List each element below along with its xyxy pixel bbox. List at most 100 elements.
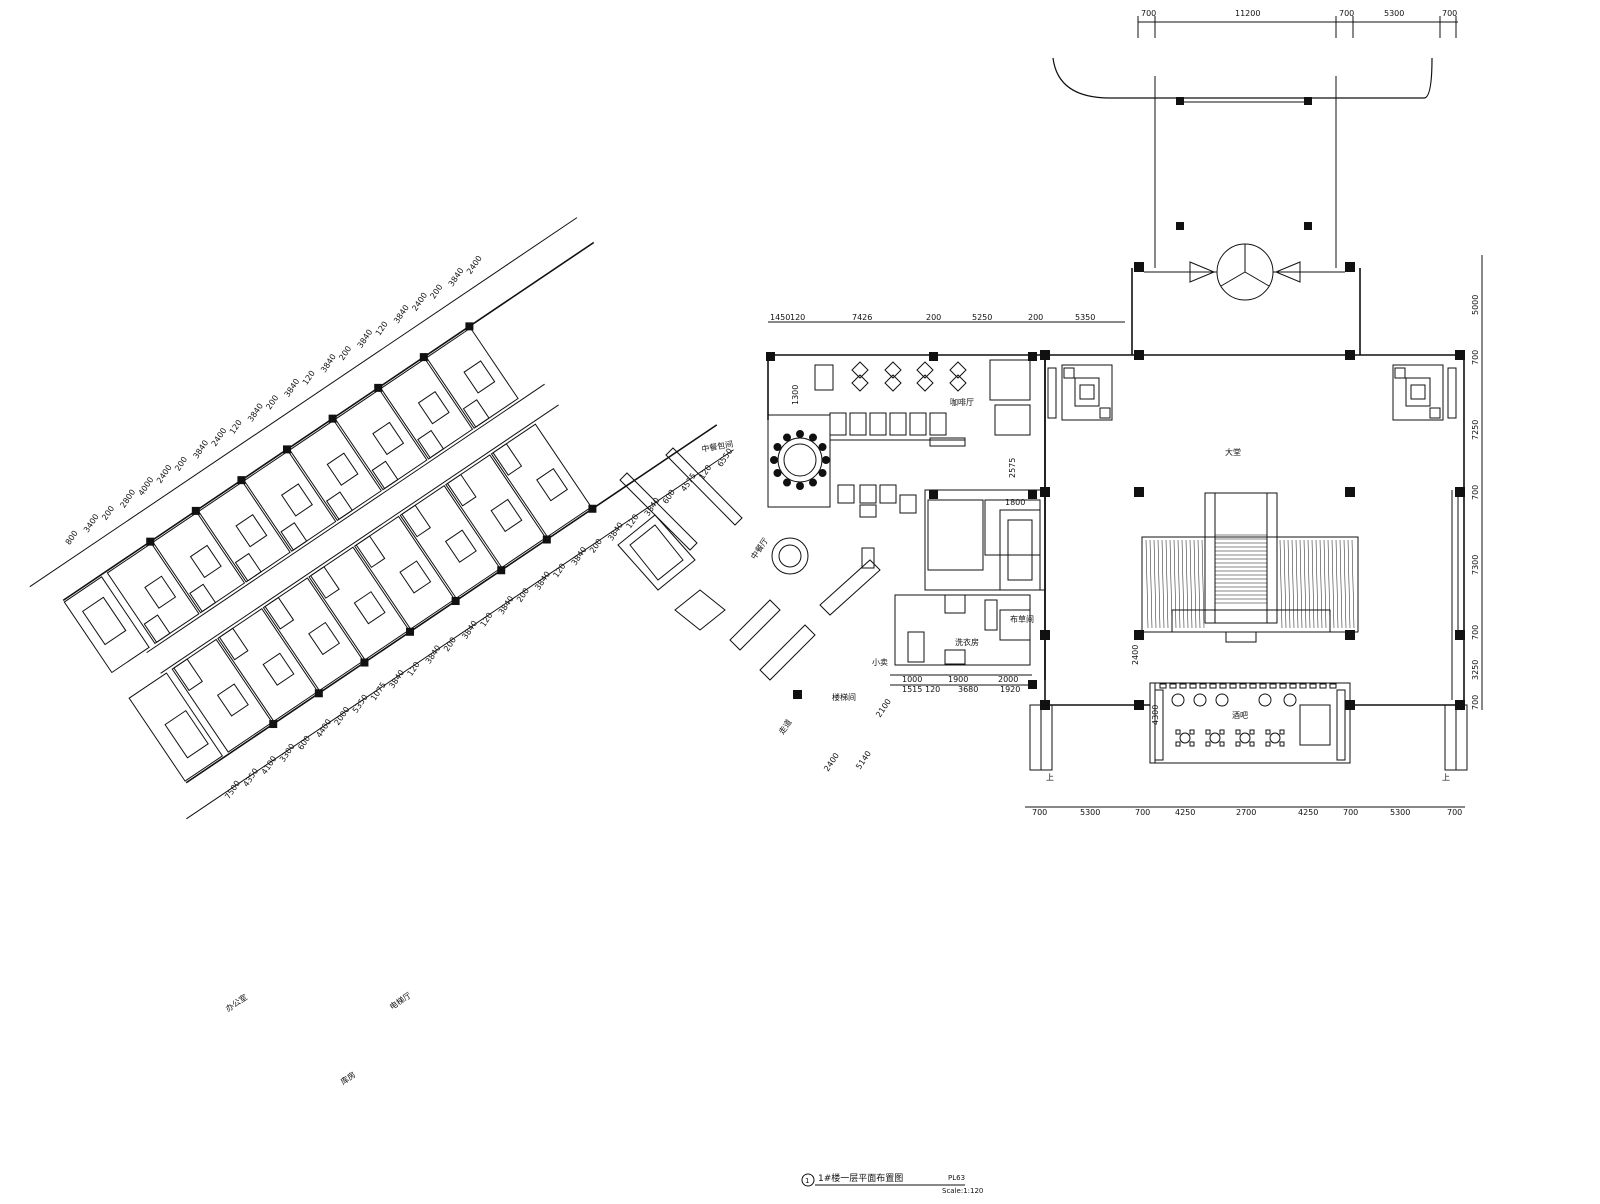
lobby-columns [1040, 350, 1465, 710]
dim-misc-6: 2400 [822, 751, 841, 773]
drawing-index-mark: 1 [805, 1177, 809, 1185]
bathroom [264, 596, 295, 630]
dim-bottom-5: 2700 [1236, 808, 1256, 817]
guest-room [380, 358, 474, 460]
stair-hatch-line [1201, 539, 1205, 629]
stair-hatch-line [1327, 539, 1331, 629]
restaurant-columns [766, 352, 1037, 699]
stair-hatch-line [1177, 539, 1181, 629]
office-room [128, 672, 224, 782]
wing-dim-right: 200 [429, 283, 445, 301]
cafe-table [916, 374, 934, 392]
bed [281, 483, 313, 517]
label-stair: 楼梯间 [832, 692, 856, 702]
stair-hatch-line [1295, 539, 1299, 629]
dim-bottom-8: 5300 [1390, 808, 1410, 817]
bar-table [1171, 693, 1185, 707]
storage-room [63, 576, 150, 674]
dim-misc-7: 2100 [874, 697, 893, 719]
dining-chair [773, 469, 782, 477]
stair-hatch-line [1319, 539, 1323, 629]
bed [372, 421, 405, 456]
dim-bottom-2: 5300 [1080, 808, 1100, 817]
stair-hatch-line [1279, 539, 1283, 629]
wing-dim-left: 1075 [369, 681, 388, 703]
dim-top-3: 700 [1339, 9, 1354, 18]
bathroom [310, 566, 340, 599]
bathroom [173, 658, 203, 692]
bar-stool [1169, 683, 1177, 689]
dim-rest-7: 5350 [1075, 313, 1095, 322]
dining-chair [783, 433, 791, 442]
dining-chair [773, 443, 782, 451]
wing-column [419, 353, 428, 362]
bed [189, 544, 222, 579]
dining-chair [796, 430, 804, 438]
dim-rest-4: 200 [926, 313, 941, 322]
stair-hatch-line [1323, 539, 1327, 629]
label-office: 办公室 [224, 992, 249, 1014]
dim-right-5: 7300 [1471, 555, 1480, 575]
dim-rest-2: 120 [790, 313, 805, 322]
lobby-lounge-left [1047, 364, 1113, 421]
cafe-sofas [814, 359, 1031, 436]
wing-dim-right: 200 [173, 455, 189, 473]
booth [929, 412, 947, 436]
wing-column [191, 506, 200, 515]
label-lobby: 大堂 [1225, 447, 1241, 457]
bed [326, 452, 359, 486]
wing-dim-left: 3840 [570, 545, 589, 567]
stair-hatch-line [1351, 539, 1355, 629]
bathroom [325, 491, 353, 520]
bar-table [1179, 732, 1191, 744]
dim-top-5: 700 [1442, 9, 1457, 18]
bar-chair [1205, 729, 1211, 735]
bar-chair [1235, 741, 1241, 747]
bar-table [1193, 693, 1207, 707]
wing-dim-left: 600 [661, 488, 677, 506]
dimension-text: 700 11200 700 5300 700 700 5300 700 4250… [770, 9, 1480, 817]
bar-table [1258, 693, 1272, 707]
stair-hatch-line [1157, 539, 1161, 629]
wing-dim-right: 3840 [191, 439, 210, 461]
bar-stool [1159, 683, 1167, 689]
wing-column [283, 445, 292, 454]
stair-hatch-line [1283, 539, 1287, 629]
bar-stool [1229, 683, 1237, 689]
guest-room [152, 511, 246, 614]
bar-chair [1249, 729, 1255, 735]
cafe-table [851, 361, 869, 379]
dining-chair [770, 456, 778, 464]
bathroom [371, 460, 399, 490]
bathroom [218, 627, 249, 661]
label-up-right: 上 [1442, 773, 1450, 782]
dim-svc-6: 3680 [958, 685, 978, 694]
dim-svc-1: 1000 [902, 675, 922, 684]
bathroom [446, 473, 477, 507]
dim-top-1: 700 [1141, 9, 1156, 18]
dim-rest-6: 200 [1028, 313, 1043, 322]
bar-stool [1299, 683, 1307, 689]
bar-chair [1189, 729, 1195, 735]
bar-tables [1159, 683, 1337, 747]
dining-chair [809, 433, 817, 442]
wing-dim-right: 200 [264, 394, 280, 412]
side-stair-left [1029, 704, 1053, 771]
bed [536, 468, 569, 502]
stair-hatch-line [1335, 539, 1339, 629]
wing-dim-left: 3840 [643, 496, 662, 518]
entrance-columns [1134, 97, 1355, 272]
wing-dim-right: 3840 [447, 266, 466, 288]
wing-column [374, 383, 383, 392]
guest-room [490, 423, 592, 538]
label-wash: 洗衣房 [955, 637, 979, 647]
stair-hatch-line [1169, 539, 1173, 629]
wing-dim-left: 3840 [497, 594, 516, 616]
wing-dim-left: 4100 [260, 754, 279, 776]
dim-svc-4: 1515 [902, 685, 922, 694]
bar-chair [1265, 741, 1271, 747]
dim-rest-3: 7426 [852, 313, 872, 322]
dim-bottom-1: 700 [1032, 808, 1047, 817]
guest-room [243, 450, 337, 552]
